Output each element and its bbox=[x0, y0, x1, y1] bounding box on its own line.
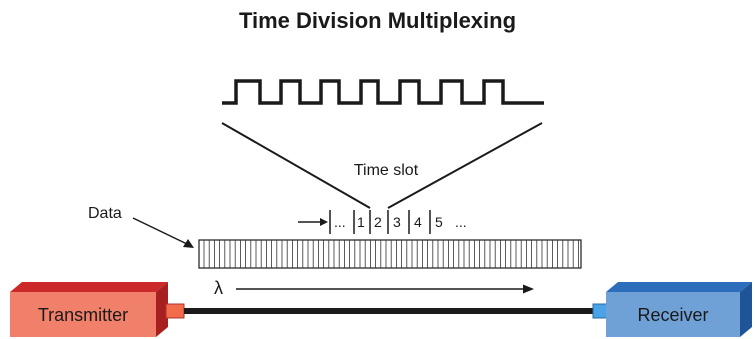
data-label: Data bbox=[88, 205, 122, 222]
transmitter-side bbox=[156, 282, 168, 337]
pulse-train bbox=[222, 79, 544, 105]
receiver-connector bbox=[592, 303, 608, 319]
receiver-side bbox=[740, 282, 752, 337]
transmitter: Transmitter bbox=[10, 282, 168, 337]
data-arrow-shaft bbox=[132, 217, 188, 245]
lambda-label: λ bbox=[214, 278, 223, 298]
slot-suffix: ... bbox=[455, 214, 467, 230]
slot-1-label: 1 bbox=[357, 214, 365, 230]
time-slot-label: Time slot bbox=[354, 162, 419, 179]
slot-arrow-head bbox=[320, 218, 328, 226]
receiver-front bbox=[606, 292, 740, 337]
zoom-line-left bbox=[221, 122, 371, 209]
data-stream-slots bbox=[203, 240, 579, 268]
receiver-top bbox=[606, 282, 752, 292]
diagram-title: Time Division Multiplexing bbox=[238, 8, 517, 33]
slot-4-label: 4 bbox=[414, 214, 422, 230]
zoom-line-right bbox=[387, 122, 543, 209]
slot-2-label: 2 bbox=[374, 214, 382, 230]
data-stream-frame bbox=[198, 239, 582, 269]
transmitter-front bbox=[10, 292, 156, 337]
receiver: Receiver bbox=[606, 282, 752, 337]
slot-3-label: 3 bbox=[393, 214, 401, 230]
transmitter-label: Transmitter bbox=[38, 305, 128, 325]
data-arrow-head bbox=[183, 239, 194, 248]
transmitter-connector bbox=[165, 303, 185, 319]
receiver-label: Receiver bbox=[637, 305, 708, 325]
data-stream bbox=[198, 239, 582, 269]
slot-prefix: ... bbox=[334, 214, 346, 230]
slot-5-label: 5 bbox=[435, 214, 443, 230]
transmitter-top bbox=[10, 282, 168, 292]
direction-arrow-head bbox=[523, 284, 534, 294]
